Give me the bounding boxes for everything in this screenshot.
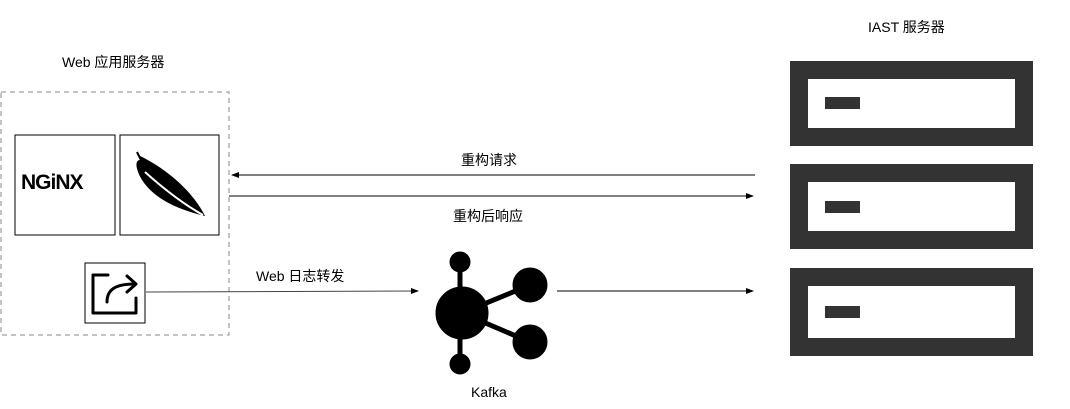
web-server-title: Web 应用服务器 xyxy=(62,54,165,70)
response-label: 重构后响应 xyxy=(453,208,523,224)
nginx-logo: NGiNX xyxy=(21,171,84,194)
kafka-label: Kafka xyxy=(471,384,507,400)
kafka-icon xyxy=(435,251,548,375)
log-forward-arrow xyxy=(145,288,419,295)
share-icon xyxy=(91,273,138,315)
feather-icon xyxy=(136,151,205,216)
request-label: 重构请求 xyxy=(461,152,517,168)
server-unit xyxy=(790,61,1033,146)
iast-server-stack xyxy=(790,61,1033,356)
server-unit xyxy=(790,164,1033,249)
server-unit xyxy=(790,268,1033,356)
web-server-group xyxy=(0,91,230,336)
iast-server-title: IAST 服务器 xyxy=(868,19,945,35)
log-forward-label: Web 日志转发 xyxy=(256,268,345,284)
nginx-box xyxy=(14,134,116,236)
